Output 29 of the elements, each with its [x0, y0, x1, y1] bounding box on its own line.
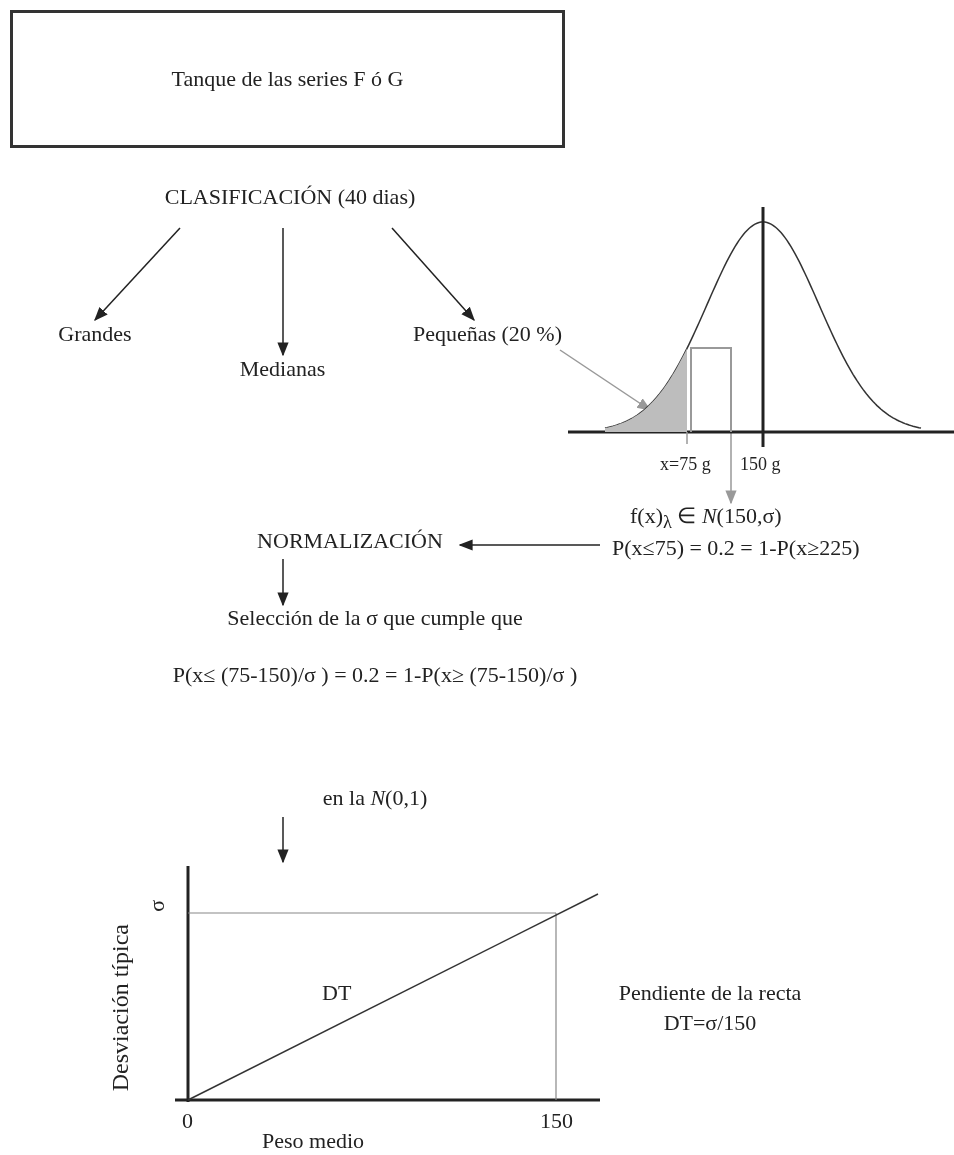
category-label: Grandes [35, 320, 155, 350]
arrow [725, 431, 737, 505]
line-label: DT [322, 980, 352, 1007]
formula: f(x)$_{λ}$ ∈ N(150,σ) [630, 503, 782, 535]
category-label: Pequeñas (20 %) [380, 320, 595, 350]
step-label: NORMALIZACIÓN [240, 527, 460, 559]
axis-tick-label: 0 [182, 1108, 193, 1135]
step-label: Selección de la σ que cumple que [226, 605, 524, 632]
arrow [277, 816, 289, 864]
marked-bar [690, 347, 732, 432]
arrow [277, 227, 289, 357]
arrow [277, 558, 289, 607]
axis-tick-label: x=75 g [660, 454, 711, 476]
shaded-area [605, 348, 688, 432]
axis-title: Desviación típica [106, 924, 134, 1092]
step-label: CLASIFICACIÓN (40 dias) [110, 183, 470, 228]
formula: P(x≤ (75-150)/σ ) = 0.2 = 1-P(x≥ (75-150)/σ ) [171, 662, 579, 689]
arrow [391, 227, 475, 322]
axis-tick-label: σ [144, 900, 170, 912]
formula: P(x≤75) = 0.2 = 1-P(x≥225) [612, 535, 860, 562]
axis-title: Peso medio [262, 1128, 365, 1155]
step-label: en la N(0,1) [321, 785, 429, 812]
category-label: Medianas [210, 355, 355, 385]
arrow [458, 539, 601, 551]
note-text: Pendiente de la recta DT=σ/150 [617, 979, 803, 1037]
arrow [94, 227, 181, 322]
process-box: Tanque de las series F ó G [10, 10, 565, 148]
axis-tick-label: 150 [540, 1108, 573, 1135]
axis-tick-label: 150 g [740, 454, 781, 476]
